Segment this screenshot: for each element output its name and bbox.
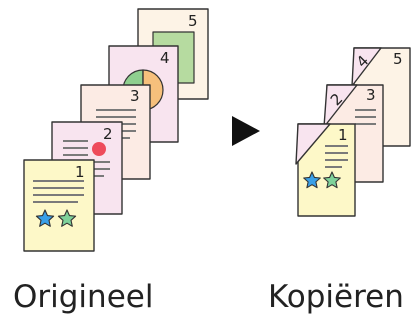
originals-caption: Origineel [13,279,154,315]
text-lines [33,180,84,203]
star-icon [303,171,321,189]
play-arrow-icon [232,116,260,146]
page-number: 4 [160,49,170,67]
page-number: 1 [338,126,348,144]
page-number: 5 [393,50,403,68]
page-number: 2 [103,125,113,143]
copy-sheet-1-2: 1 [295,123,356,217]
original-page-1: 1 [23,159,95,252]
star-icon [35,209,55,227]
text-lines [325,145,348,168]
copies-stack: 5 4 3 2 1 [295,47,411,217]
text-lines [355,109,376,125]
star-icon [323,171,341,189]
star-icon [57,209,77,227]
red-dot-icon [92,142,106,156]
page-number: 3 [366,86,376,104]
originals-stack: 5 4 3 [23,8,209,252]
page-number: 3 [130,87,140,105]
page-number: 1 [75,163,85,181]
page-number: 5 [188,12,198,30]
copies-caption: Kopiëren [268,279,404,315]
